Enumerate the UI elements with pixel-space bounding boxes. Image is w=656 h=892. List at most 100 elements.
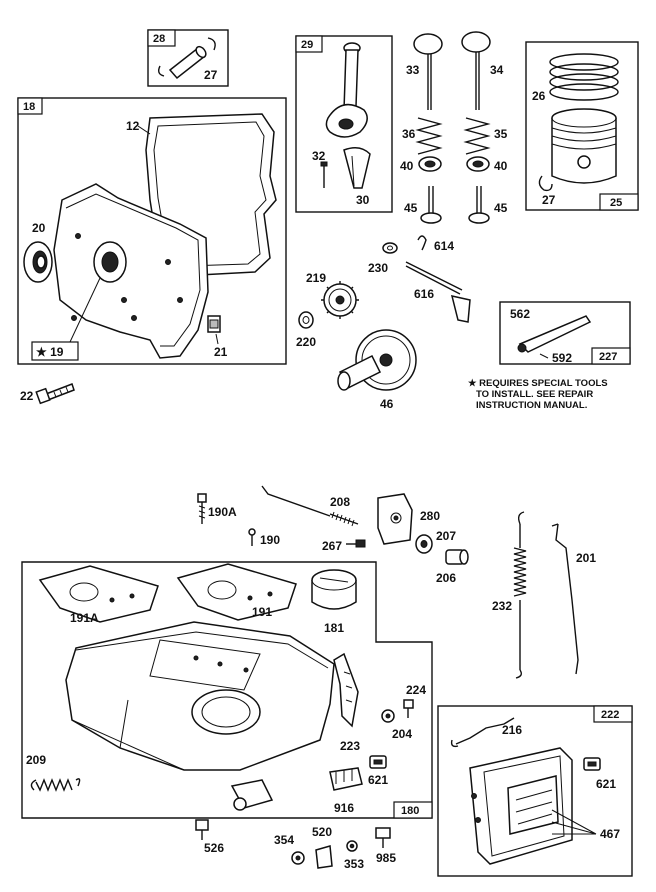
- box-28-number: 28: [153, 33, 165, 45]
- tappet-45b: [468, 186, 490, 224]
- group-180: 180 191A 191 181: [21, 561, 433, 819]
- rod-cap-30: [343, 147, 371, 189]
- box-227-number: 227: [599, 351, 617, 363]
- label-12: 12: [126, 119, 140, 133]
- screw-526: [195, 819, 209, 840]
- label-36: 36: [402, 127, 416, 141]
- retaining-clip-27a-lower: [157, 65, 165, 77]
- label-34: 34: [490, 63, 504, 77]
- group-25: 25 26 27: [525, 41, 639, 211]
- label-280: 280: [420, 509, 440, 523]
- camshaft-46: [337, 329, 417, 391]
- screw-224: [403, 699, 414, 718]
- gasket-191A: [38, 565, 159, 623]
- fuel-cap-181: [311, 569, 357, 610]
- label-35: 35: [494, 127, 508, 141]
- bushing-207: [415, 534, 433, 554]
- label-614: 614: [434, 239, 454, 253]
- washer-204: [381, 709, 395, 723]
- dowel-pin-28: [168, 45, 207, 80]
- label-22: 22: [20, 389, 34, 403]
- label-46: 46: [380, 397, 394, 411]
- piston-rings-26: [549, 53, 619, 101]
- clip-621a: [369, 755, 387, 769]
- label-985: 985: [376, 851, 396, 865]
- box-222-frame: [437, 705, 633, 877]
- nut-354: [291, 851, 305, 865]
- label-219: 219: [306, 271, 326, 285]
- governor-gear-219: [321, 281, 359, 319]
- label-45a: 45: [404, 201, 418, 215]
- choke-lever-223: [333, 652, 359, 728]
- box-180-number: 180: [401, 805, 419, 817]
- label-33: 33: [406, 63, 420, 77]
- group-29: 29 32 30: [295, 35, 393, 213]
- label-354: 354: [274, 833, 294, 847]
- valve-seal-40b: [466, 156, 490, 172]
- box-25-tag: [599, 193, 639, 211]
- spring-209: [30, 778, 81, 792]
- label-206: 206: [436, 571, 456, 585]
- connecting-rod: [325, 42, 368, 138]
- label-209: 209: [26, 753, 46, 767]
- screw-267: [346, 539, 366, 548]
- clip-621b: [583, 757, 601, 771]
- control-bracket-280: [377, 493, 413, 545]
- label-562: 562: [510, 307, 530, 321]
- valve-spring-35: [463, 117, 491, 155]
- label-207: 207: [436, 529, 456, 543]
- piston: [551, 108, 617, 184]
- label-40b: 40: [494, 159, 508, 173]
- governor-link-208: [261, 485, 359, 527]
- spacer-206: [445, 549, 469, 565]
- label-201: 201: [576, 551, 596, 565]
- label-220: 220: [296, 335, 316, 349]
- box-25-frame: [525, 41, 639, 211]
- label-616: 616: [414, 287, 434, 301]
- governor-lever-562: [517, 315, 592, 353]
- label-190A: 190A: [208, 505, 237, 519]
- piston-clip-27b: [538, 175, 553, 192]
- screw-190A: [197, 493, 207, 524]
- box-28-tag: [147, 29, 176, 47]
- label-224: 224: [406, 683, 426, 697]
- screw-985: [375, 827, 391, 848]
- control-link-201: [551, 523, 579, 675]
- note-line-1: ★ REQUIRES SPECIAL TOOLS: [468, 378, 608, 389]
- label-208: 208: [330, 495, 350, 509]
- label-20: 20: [32, 221, 46, 235]
- rod-bolt-32: [320, 161, 328, 188]
- lockwasher-614: [417, 235, 427, 251]
- exhaust-valve-33: [413, 33, 443, 110]
- box-227-tag: [591, 347, 631, 365]
- governor-spring-232: [513, 511, 527, 679]
- group-227: 227 562 592: [499, 301, 631, 365]
- label-27a: 27: [204, 68, 218, 82]
- fuel-tank: [65, 621, 335, 811]
- label-592: 592: [552, 351, 572, 365]
- special-tools-note: ★ REQUIRES SPECIAL TOOLS TO INSTALL. SEE…: [468, 378, 608, 411]
- group-18: 18 12 20 21 ★ 19: [17, 97, 287, 365]
- box-18-frame: [17, 97, 287, 365]
- intake-valve-34: [461, 31, 491, 110]
- label-353: 353: [344, 857, 364, 871]
- tappet-45a: [420, 186, 442, 224]
- label-26: 26: [532, 89, 546, 103]
- label-216: 216: [502, 723, 522, 737]
- gasket-191: [176, 563, 297, 621]
- bolt-22: [35, 383, 75, 405]
- label-190: 190: [260, 533, 280, 547]
- label-204: 204: [392, 727, 412, 741]
- box-29-number: 29: [301, 39, 313, 51]
- valve-spring-36: [415, 117, 443, 155]
- group-222: 222 216 621 467: [437, 705, 633, 877]
- label-232: 232: [492, 599, 512, 613]
- leader-467: [551, 809, 597, 835]
- label-191A: 191A: [70, 611, 99, 625]
- label-45b: 45: [494, 201, 508, 215]
- box-222-tag: [593, 705, 633, 723]
- label-27b: 27: [542, 193, 556, 207]
- box-180-frame: [21, 561, 433, 819]
- valve-seal-40a: [418, 156, 442, 172]
